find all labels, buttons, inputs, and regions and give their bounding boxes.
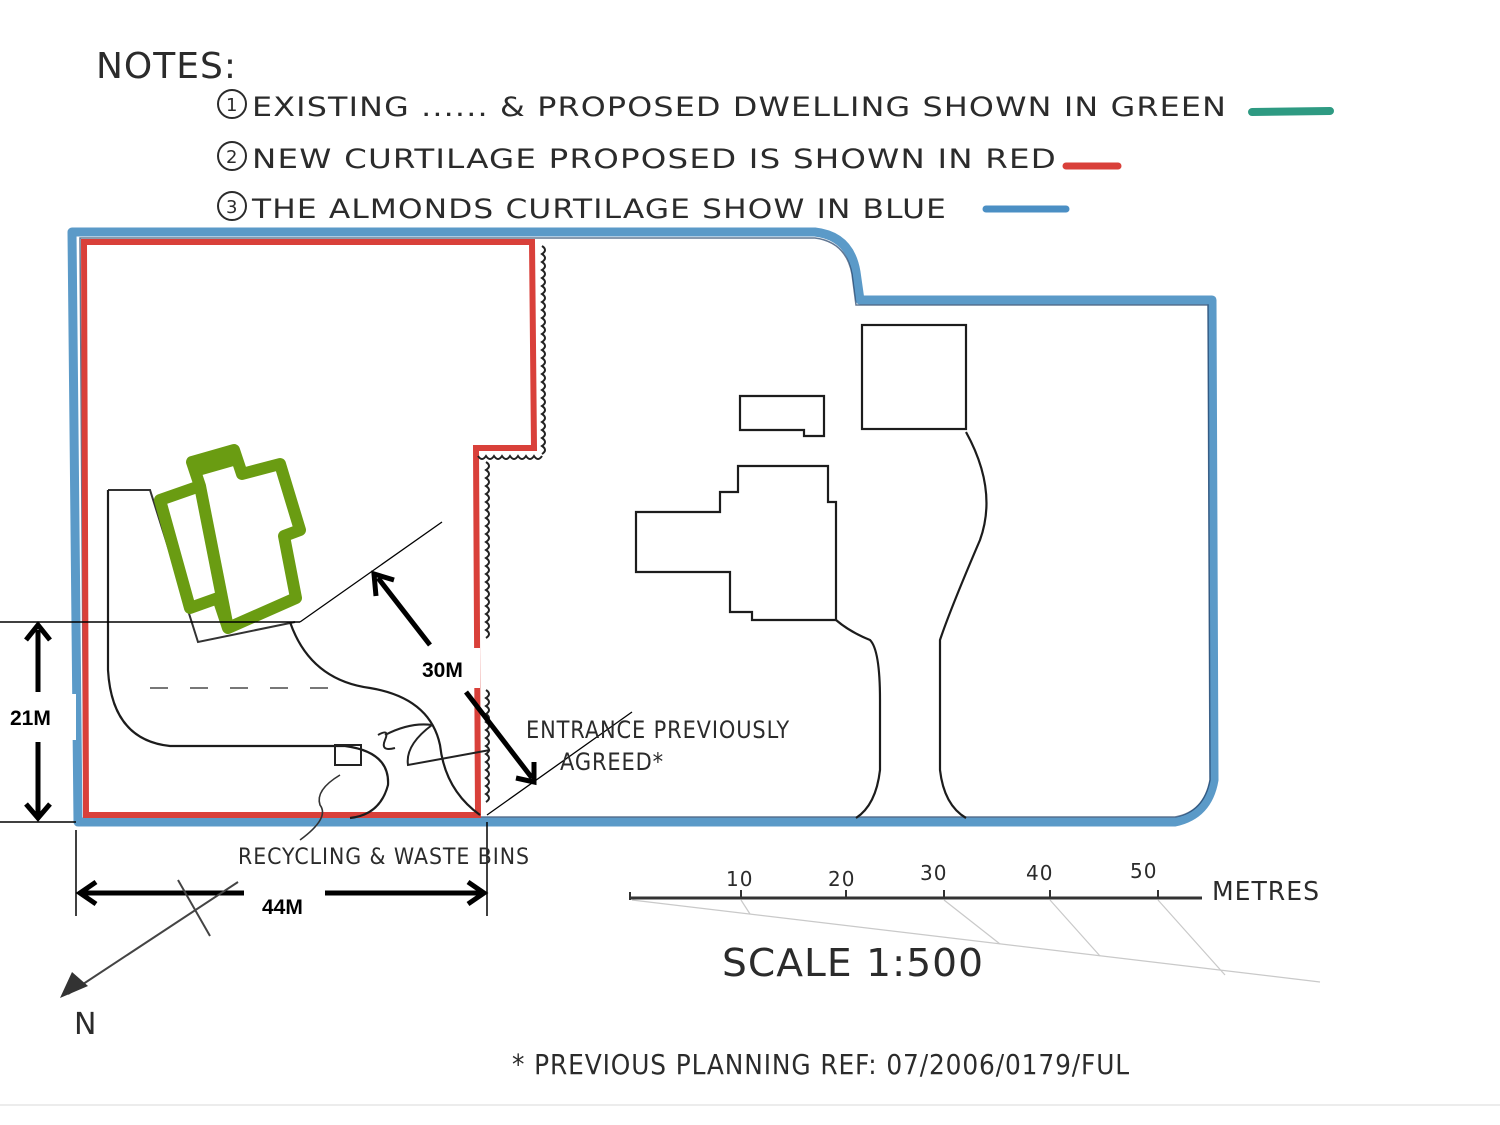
note-text: EXISTING ...... & PROPOSED DWELLING SHOW…	[252, 92, 1227, 123]
scale-bar: 10 20 30 40 50 METRES SCALE 1:500	[629, 859, 1321, 985]
driveway-right-left-edge	[835, 619, 882, 819]
almonds-curtilage-boundary	[67, 227, 1219, 827]
driveway-left	[106, 490, 390, 820]
notes-block: NOTES: 1 EXISTING ...... & PROPOSED DWEL…	[96, 46, 1334, 225]
dimension-label-21m: 21M	[10, 707, 51, 730]
note-item-1: 1 EXISTING ...... & PROPOSED DWELLING SH…	[217, 89, 1334, 123]
driveway-curve	[288, 621, 481, 816]
scale-unit: METRES	[1212, 877, 1320, 907]
note-number: 3	[226, 197, 238, 218]
note-number: 2	[226, 147, 238, 168]
note-item-2: 2 NEW CURTILAGE PROPOSED IS SHOWN IN RED	[217, 141, 1122, 175]
page-bottom-rule	[0, 1104, 1500, 1106]
dimension-label-30m: 30M	[422, 659, 463, 682]
hedge-line	[477, 245, 546, 803]
scale-tick-20: 20	[828, 867, 855, 891]
note-number-circle	[217, 191, 247, 221]
dimension-21m: 21M	[0, 620, 300, 823]
driveway-right-right-edge	[938, 431, 988, 819]
north-arrow: N	[60, 879, 239, 1042]
outbuilding	[738, 394, 826, 438]
north-label: N	[74, 1007, 97, 1042]
scale-tick-10: 10	[726, 867, 753, 891]
dimension-label-44m: 44M	[262, 896, 303, 919]
scale-tick-40: 40	[1026, 861, 1053, 885]
scale-tick-50: 50	[1130, 859, 1157, 883]
notes-title: NOTES:	[96, 46, 237, 87]
bins-leader-line	[299, 774, 341, 841]
note-text: THE ALMONDS CURTILAGE SHOW IN BLUE	[251, 194, 947, 225]
almonds-curtilage-inner-line	[79, 237, 1211, 818]
note-number-circle	[217, 89, 247, 119]
entrance-gate-arc	[406, 724, 491, 767]
garage-building	[860, 323, 968, 431]
planning-ref-footnote: * PREVIOUS PLANNING REF: 07/2006/0179/FU…	[512, 1048, 1130, 1081]
scale-text: SCALE 1:500	[722, 941, 984, 985]
scale-tick-30: 30	[920, 861, 947, 885]
the-almonds-house	[634, 464, 838, 622]
entrance-annotation-line-1: ENTRANCE PREVIOUSLY	[526, 716, 790, 744]
dimension-30m: 30M	[299, 521, 633, 816]
note-number-circle	[217, 141, 247, 171]
bins-box	[334, 744, 362, 766]
entrance-gate-mark	[377, 723, 433, 750]
note-text: NEW CURTILAGE PROPOSED IS SHOWN IN RED	[252, 144, 1057, 175]
bins-annotation: RECYCLING & WASTE BINS	[238, 845, 530, 870]
note-item-3: 3 THE ALMONDS CURTILAGE SHOW IN BLUE	[217, 191, 1070, 225]
proposed-dwelling	[154, 444, 306, 634]
entrance-annotation-line-2: AGREED*	[560, 748, 664, 776]
new-curtilage-boundary	[80, 239, 538, 818]
north-arrow-head	[60, 972, 88, 998]
green-legend-swatch	[1248, 107, 1334, 116]
existing-buildings-right	[634, 323, 988, 819]
note-number: 1	[226, 95, 238, 116]
dimension-44m: 44M	[75, 822, 489, 919]
